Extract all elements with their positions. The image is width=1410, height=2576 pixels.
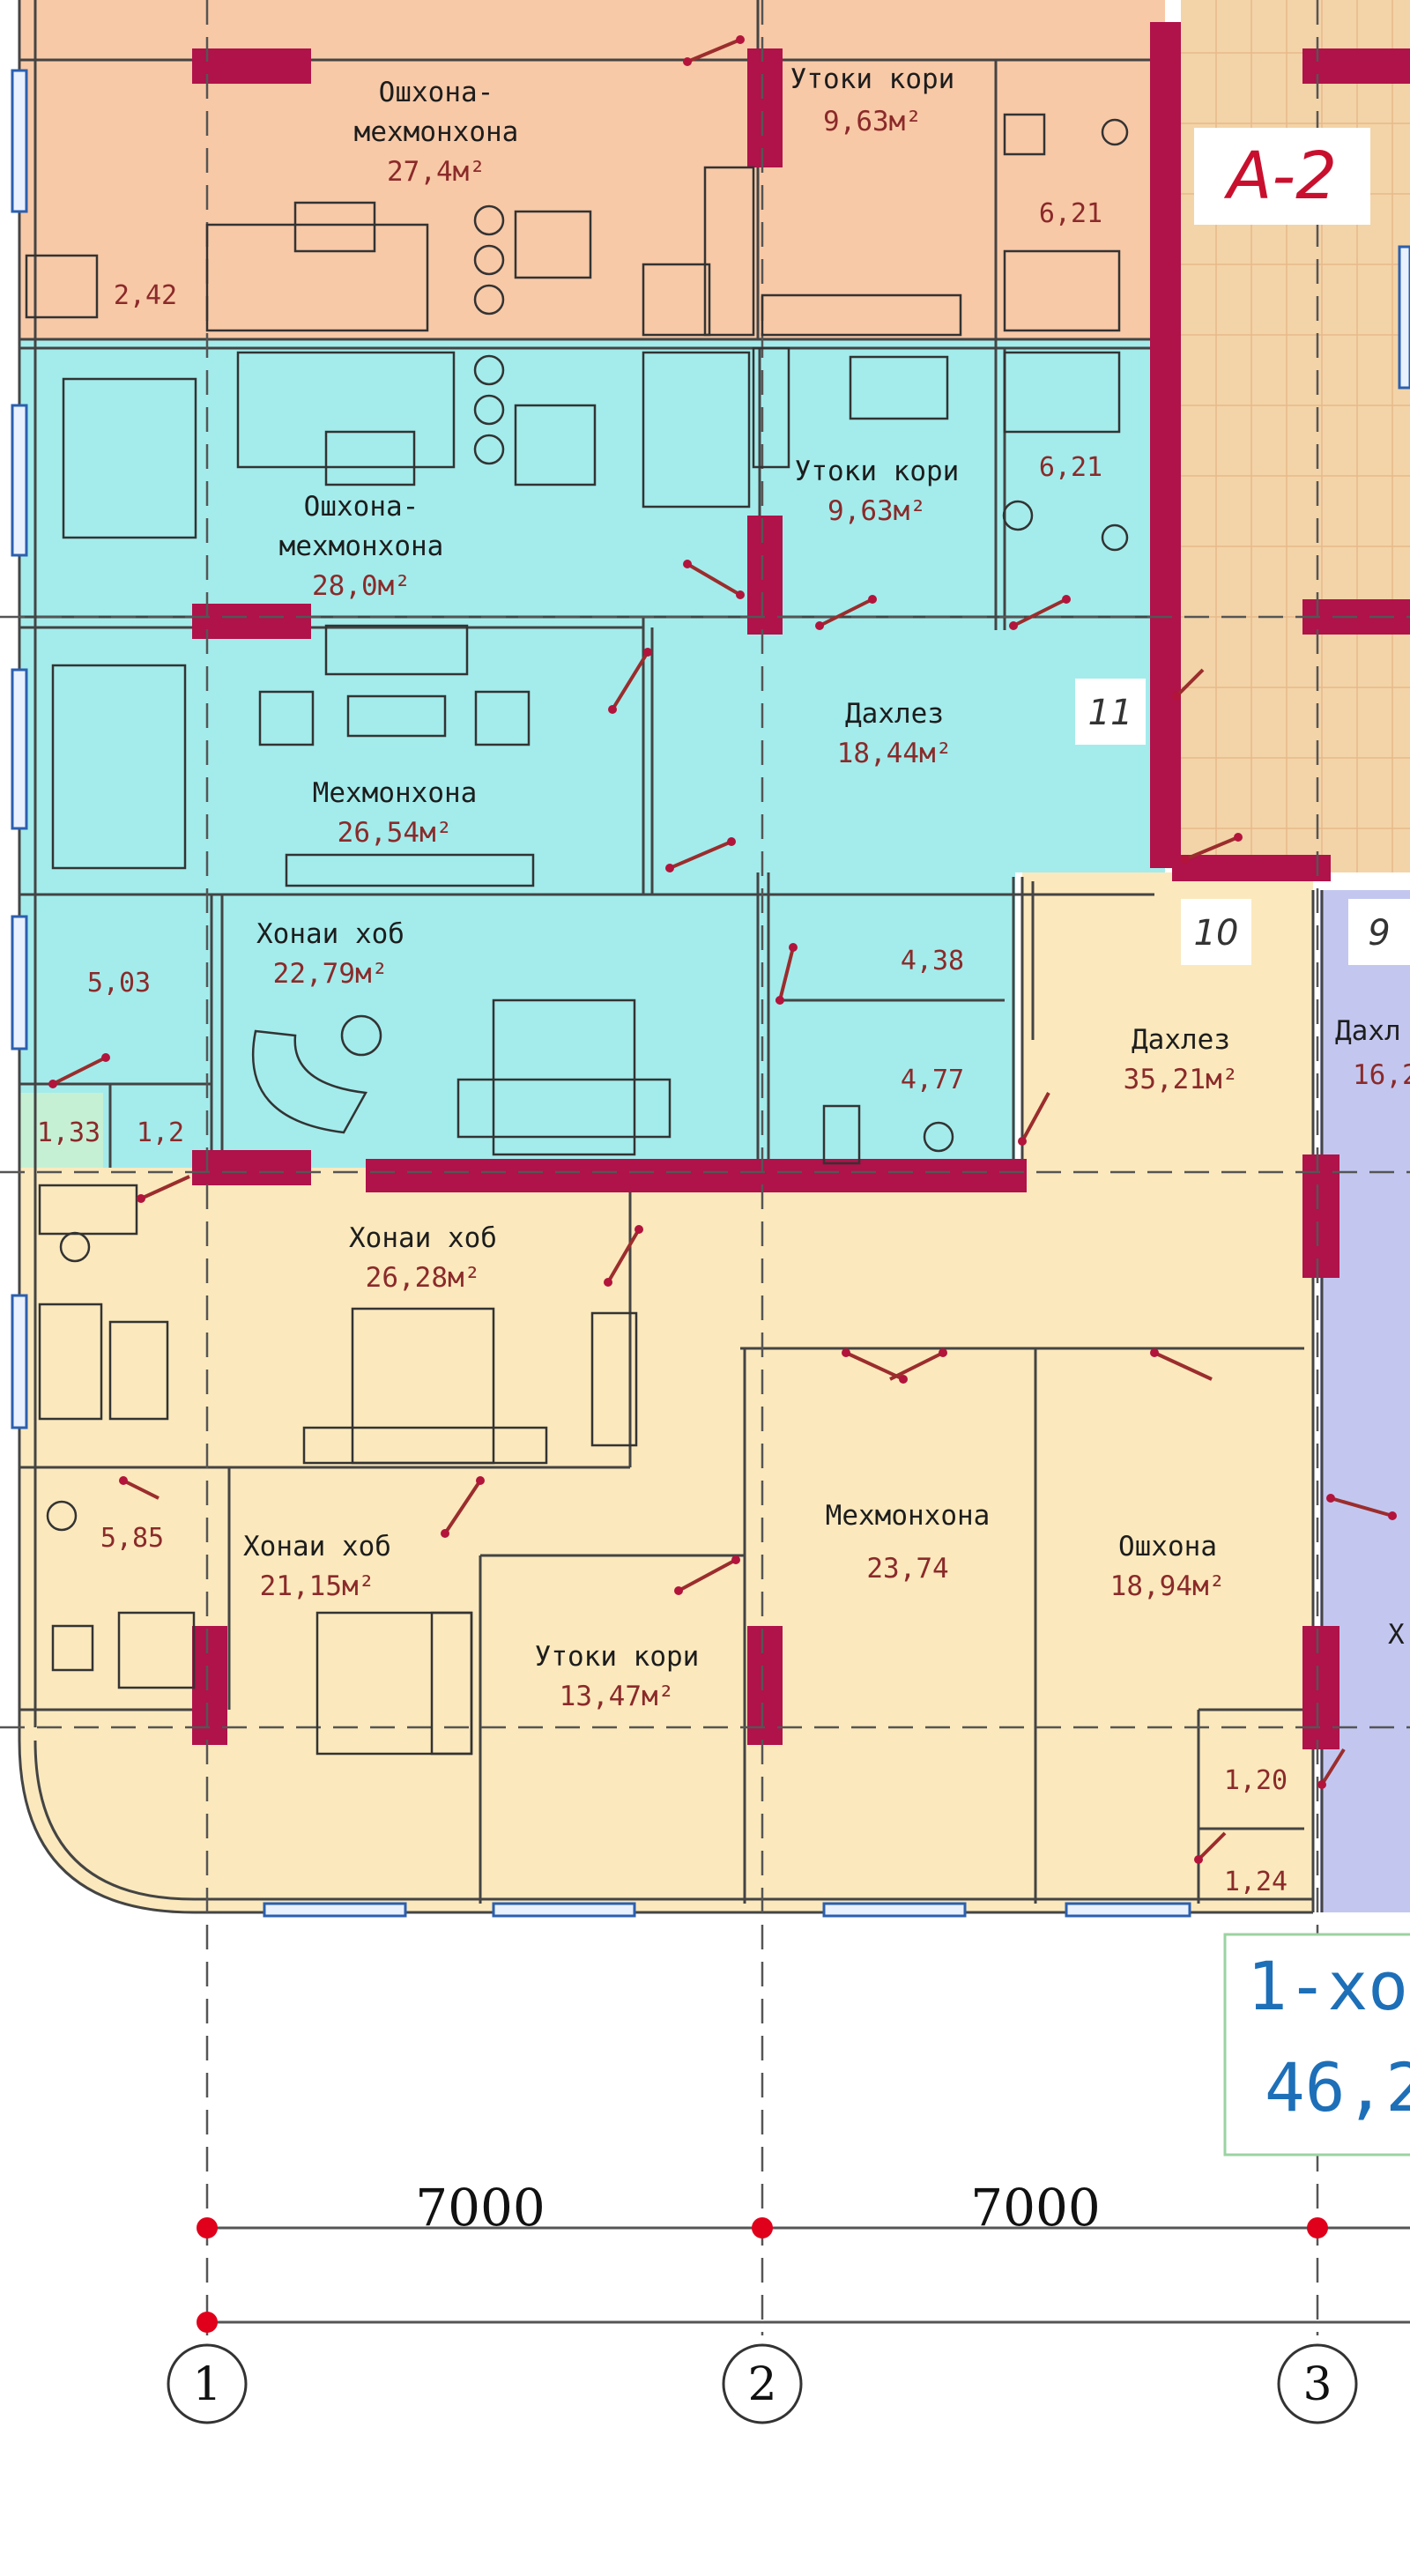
yellow-bed2-label: Хонаи хоб: [243, 1531, 391, 1563]
yellow-small1-area: 1,20: [1224, 1765, 1288, 1796]
dimension-dot: [197, 2312, 218, 2333]
axis-label: 3: [1302, 2358, 1332, 2411]
cyan-kitchen-area: 28,0м²: [312, 570, 411, 602]
apartment-tags: A-2 11 10 9: [1075, 128, 1410, 965]
yellow-bed2-area: 21,15м²: [260, 1570, 375, 1602]
apt-11-number: 11: [1088, 693, 1133, 733]
cyan-bath-area: 6,21: [1039, 452, 1102, 483]
room-labels: Ошхона- мехмонхона 27,4м² Утоки кори 9,6…: [37, 63, 1410, 1897]
top-bedroom-label: Утоки кори: [790, 63, 955, 95]
cyan-bedroom-area: 9,63м²: [827, 495, 926, 527]
wall-block: [747, 1626, 783, 1745]
yellow-kitchen-label: Ошхона: [1118, 1531, 1217, 1563]
cyan-hall-label: Дахлез: [845, 698, 944, 730]
cyan-small3-area: 4,77: [901, 1065, 964, 1095]
cyan-living-area: 26,54м²: [338, 817, 453, 849]
cyan-kitchen-label: Ошхона-: [304, 491, 419, 523]
dimension-lines: 7000 7000: [197, 2178, 1410, 2333]
wall-block: [747, 48, 783, 167]
apartment-top-zone: [19, 0, 1165, 339]
top-kitchen-label: Ошхона-: [379, 77, 494, 108]
cyan-small5-area: 1,2: [137, 1117, 184, 1148]
cyan-small1-area: 5,03: [87, 968, 151, 998]
cyan-bedroom-label: Утоки кори: [795, 456, 960, 487]
wall-block: [1172, 855, 1331, 881]
apt-9-number: 9: [1368, 913, 1390, 954]
yellow-living-label: Мехмонхона: [826, 1500, 991, 1532]
yellow-bed1-label: Хонаи хоб: [349, 1222, 497, 1254]
wall-block: [1302, 48, 1410, 84]
small-green-zone: [19, 1093, 103, 1168]
cyan-living-label: Мехмонхона: [313, 777, 478, 809]
apartment-yellow-zone-hall: [1022, 872, 1313, 1172]
wall-block: [1302, 1626, 1340, 1749]
top-small-area: 2,42: [114, 280, 177, 311]
blue-hall-area: 16,2: [1353, 1059, 1410, 1091]
legend-line1: 1-хон: [1247, 1947, 1410, 2025]
axis-circle: [1277, 2343, 1358, 2424]
wall-block: [192, 48, 311, 84]
wall-block: [192, 604, 311, 639]
cyan-bedroom2-area: 22,79м²: [273, 958, 389, 990]
wall-block: [1150, 22, 1181, 868]
blue-x-label: Х: [1388, 1619, 1405, 1651]
cyan-small4-area: 1,33: [37, 1117, 100, 1148]
top-bath-area: 6,21: [1039, 198, 1102, 229]
dimension-dot: [197, 2217, 218, 2238]
yellow-study-label: Утоки кори: [535, 1641, 700, 1673]
top-kitchen-area: 27,4м²: [387, 156, 486, 188]
yellow-living-area: 23,74: [866, 1553, 948, 1585]
axis-markers: 1 2 3: [167, 2343, 1358, 2424]
apt-10-number: 10: [1194, 913, 1239, 954]
cyan-small2-area: 4,38: [901, 946, 964, 976]
axis-label: 2: [747, 2358, 776, 2411]
wall-block: [192, 1150, 311, 1185]
apt-11-box: [1075, 679, 1146, 745]
cyan-hall-area: 18,44м²: [837, 738, 953, 769]
section-tag-box: [1194, 128, 1370, 225]
wall-block: [366, 1159, 1027, 1192]
section-tag: A-2: [1224, 138, 1337, 214]
apartment-legend: 1-хон 46,2: [1223, 1933, 1410, 2157]
apartment-cyan-zone-lower: [19, 872, 1015, 1168]
axis-circle: [722, 2343, 803, 2424]
yellow-hall-area: 35,21м²: [1124, 1064, 1239, 1095]
dimension-label: 7000: [970, 2178, 1101, 2238]
yellow-bath-area: 5,85: [100, 1523, 164, 1554]
top-bedroom-area: 9,63м²: [823, 106, 922, 137]
furniture: [25, 113, 1129, 1756]
wall-block: [747, 516, 783, 635]
windows: [11, 69, 1410, 1918]
legend-line2: 46,2: [1265, 2048, 1410, 2127]
axis-circle: [167, 2343, 248, 2424]
apt-10-box: [1181, 899, 1251, 965]
apt-9-box: [1348, 899, 1410, 965]
wall-block: [1302, 1154, 1340, 1278]
axis-label: 1: [192, 2358, 221, 2411]
cyan-kitchen-label: мехмонхона: [279, 531, 444, 562]
dimension-label: 7000: [415, 2178, 545, 2238]
yellow-hall-label: Дахлез: [1132, 1024, 1230, 1056]
cyan-bedroom2-label: Хонаи хоб: [256, 918, 404, 950]
dimension-dot: [752, 2217, 773, 2238]
yellow-study-area: 13,47м²: [560, 1681, 675, 1712]
yellow-bed1-area: 26,28м²: [366, 1262, 481, 1294]
legend-box: [1223, 1933, 1410, 2157]
wall-block: [192, 1626, 227, 1745]
blue-hall-label: Дахл: [1335, 1015, 1401, 1047]
apartment-cyan-zone: [19, 339, 1165, 872]
yellow-kitchen-area: 18,94м²: [1110, 1570, 1226, 1602]
dimension-dot: [1307, 2217, 1328, 2238]
top-kitchen-label: мехмонхона: [354, 116, 519, 148]
doors: [48, 35, 1397, 1864]
yellow-small2-area: 1,24: [1224, 1867, 1288, 1897]
